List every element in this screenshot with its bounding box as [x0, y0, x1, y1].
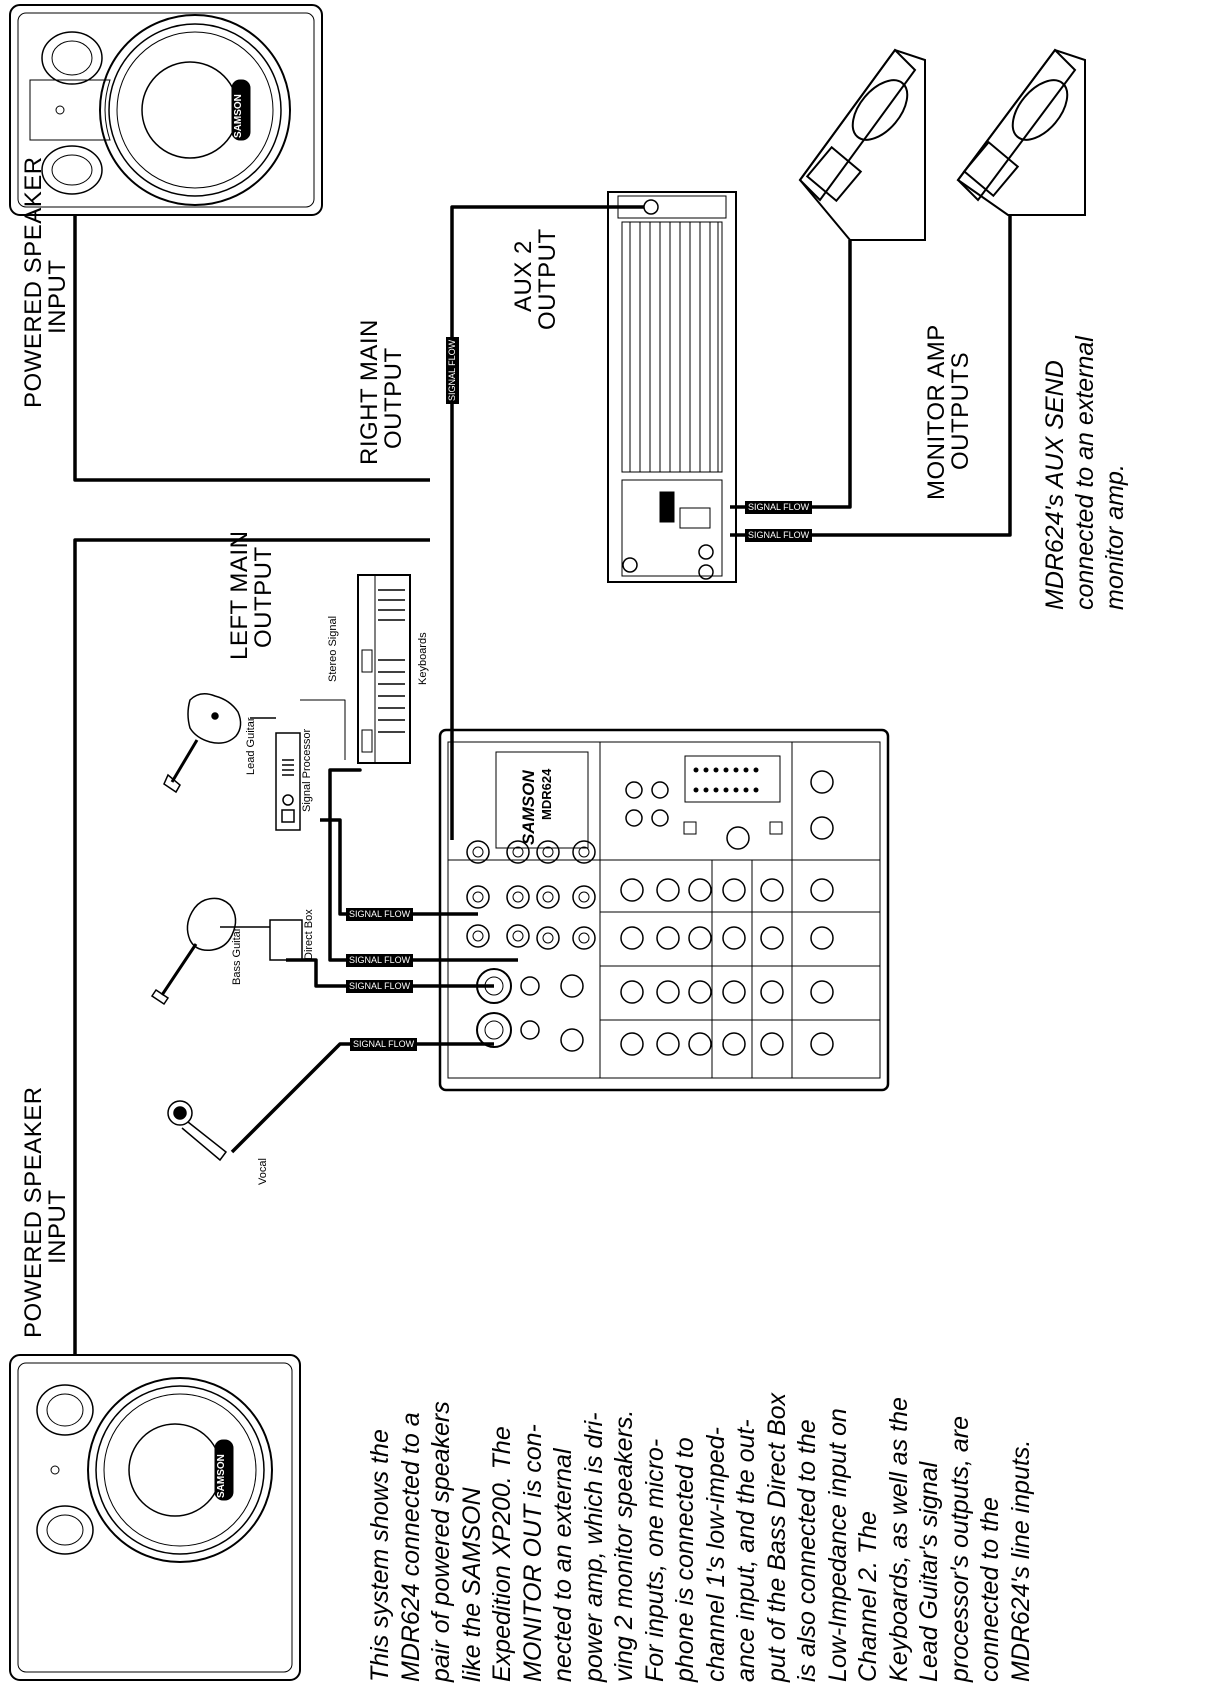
description-line: is also connected to the [793, 1419, 821, 1682]
speaker-brand-bottom: SAMSON [216, 1454, 227, 1498]
lead-guitar-label: Lead Guitar [245, 717, 257, 775]
description-line: Channel 2. The [854, 1511, 882, 1682]
signal-flow-tag: SIGNAL FLOW [350, 1038, 418, 1051]
lead-guitar [163, 693, 242, 794]
description-line: ving 2 monitor speakers. [610, 1409, 638, 1682]
signal-flow-tag: SIGNAL FLOW [346, 980, 414, 993]
left-main-output-label: LEFT MAIN OUTPUT [226, 530, 277, 660]
cables [73, 205, 1012, 1355]
description-line: Expedition XP200. The [488, 1426, 516, 1682]
description-line: connected to the [976, 1497, 1004, 1682]
description-line: ance input, and the out- [732, 1419, 760, 1682]
label-line: OUTPUT [380, 347, 407, 449]
direct-box-label: Direct Box [303, 909, 315, 960]
description-line: Low-Impedance input on [823, 1408, 852, 1682]
keyboard [357, 574, 411, 764]
note-line: MDR624's AUX SEND [1041, 360, 1069, 610]
label-line: POWERED SPEAKER [20, 156, 47, 408]
description-line: power amp, which is dri- [579, 1412, 608, 1682]
description-line: phone is connected to [671, 1437, 699, 1682]
signal-processor-label: Signal Processor [301, 728, 313, 812]
label-line: MONITOR AMP [923, 324, 950, 500]
label-line: POWERED SPEAKER [20, 1086, 47, 1338]
monitor-wedge-2 [956, 48, 1086, 216]
powered-speaker-top-label: POWERED SPEAKER INPUT [20, 156, 71, 408]
powered-speaker-top [9, 4, 323, 216]
description-line: For inputs, one micro- [640, 1438, 669, 1682]
description-line: MDR624 connected to a [396, 1412, 425, 1682]
description-line: processor's outputs, are [945, 1415, 974, 1682]
label-line: RIGHT MAIN [356, 319, 383, 465]
bass-guitar-label: Bass Guitar [231, 927, 243, 985]
signal-flow-tag: SIGNAL FLOW [346, 954, 414, 967]
signal-flow-tag: SIGNAL FLOW [745, 529, 813, 542]
signal-flow-tag: SIGNAL FLOW [346, 908, 414, 921]
signal-flow-tag: SIGNAL FLOW [446, 336, 459, 404]
label-line: OUTPUT [250, 546, 277, 648]
label-line: INPUT [44, 259, 71, 335]
signal-processor [275, 732, 301, 831]
description-line: channel 1's low-imped- [701, 1427, 730, 1682]
mixer-mdr624 [438, 728, 890, 1092]
monitor-wedge-1 [798, 48, 926, 241]
description-line: This system shows the [366, 1429, 394, 1682]
label-line: LEFT MAIN [226, 530, 253, 660]
description-line: like the SAMSON [457, 1487, 486, 1682]
description-line: Keyboards, as well as the [884, 1397, 913, 1682]
label-line: INPUT [44, 1189, 71, 1265]
bass-guitar [150, 897, 237, 1006]
description-line: nected to an external [549, 1448, 577, 1683]
description-line: Lead Guitar's signal [915, 1461, 943, 1682]
monitor-power-amp [607, 191, 737, 583]
aux-send-note: MDR624's AUX SEND connected to an extern… [1040, 336, 1130, 610]
signal-flow-tag: SIGNAL FLOW [745, 501, 813, 514]
microphone [167, 1100, 228, 1162]
speaker-brand-top: SAMSON [233, 94, 244, 138]
vocal-label: Vocal [257, 1158, 269, 1185]
label-line: OUTPUT [534, 228, 561, 330]
powered-speaker-bottom [9, 1354, 301, 1681]
right-main-output-label: RIGHT MAIN OUTPUT [356, 319, 407, 465]
description-line: put of the Bass Direct Box [762, 1392, 791, 1682]
label-line: AUX 2 [510, 240, 537, 312]
stereo-signal-label: Stereo Signal [327, 615, 339, 682]
label-line: OUTPUTS [947, 351, 974, 470]
aux2-output-label: AUX 2 OUTPUT [510, 228, 561, 330]
description-line: MONITOR OUT is con- [518, 1424, 547, 1682]
direct-box [269, 919, 303, 961]
mixer-brand: SAMSON [519, 770, 538, 845]
description-line: MDR624's line inputs. [1006, 1439, 1035, 1682]
note-line: connected to an external [1071, 336, 1099, 610]
description-line: pair of powered speakers [427, 1401, 455, 1682]
keyboards-label: Keyboards [417, 632, 429, 685]
note-line: monitor amp. [1101, 464, 1129, 610]
mixer-model: MDR624 [539, 768, 554, 820]
powered-speaker-bottom-label: POWERED SPEAKER INPUT [20, 1086, 71, 1338]
monitor-amp-outputs-label: MONITOR AMP OUTPUTS [923, 324, 974, 500]
